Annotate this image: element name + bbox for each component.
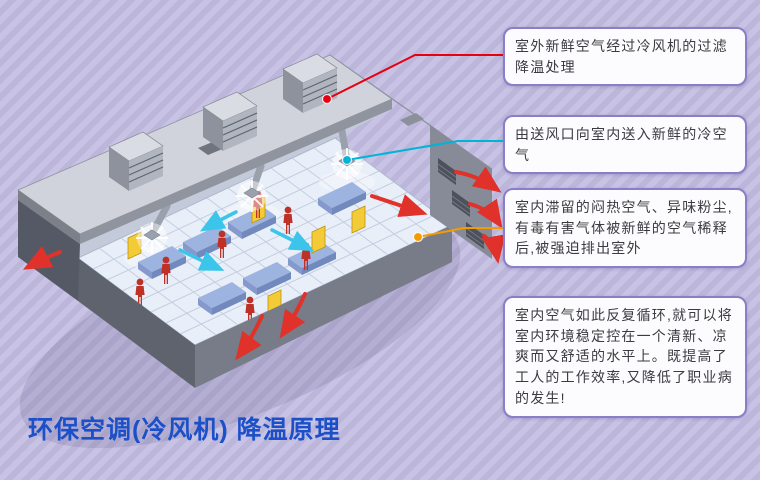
callout-line-exhaust	[417, 227, 504, 238]
page-title: 环保空调(冷风机) 降温原理	[28, 416, 341, 444]
callout-dot-fresh-air	[321, 93, 333, 105]
callout-line-supply	[346, 140, 504, 161]
callout-text-supply-air: 由送风口向室内送入新鲜的冷空气	[515, 126, 728, 163]
callout-text-circulation: 室内空气如此反复循环,就可以将室内环境稳定控在一个清新、凉爽而又舒适的水平上。既…	[515, 307, 733, 406]
callout-lines	[321, 54, 504, 243]
exhaust-air-arrows	[22, 166, 506, 361]
front-left-wall	[78, 258, 195, 388]
callout-dot-exhaust	[412, 231, 424, 243]
callout-box-exhaust-air: 室内滞留的闷热空气、异味粉尘,有毒有害气体被新鲜的空气稀释后,被强迫排出室外	[503, 188, 747, 269]
right-roof-wing	[329, 54, 493, 259]
callout-dot-supply	[341, 154, 353, 166]
callout-box-supply-air: 由送风口向室内送入新鲜的冷空气	[503, 115, 747, 175]
supply-air-arrows	[178, 210, 315, 271]
exhaust-wall	[430, 125, 492, 259]
callout-box-fresh-air: 室外新鲜空气经过冷风机的过滤降温处理	[503, 27, 747, 87]
callout-text-exhaust-air: 室内滞留的闷热空气、异味粉尘,有毒有害气体被新鲜的空气稀释后,被强迫排出室外	[515, 199, 733, 257]
callout-line-fresh-air	[326, 54, 504, 100]
callout-box-circulation: 室内空气如此反复循环,就可以将室内环境稳定控在一个清新、凉爽而又舒适的水平上。既…	[503, 296, 747, 418]
callout-text-fresh-air: 室外新鲜空气经过冷风机的过滤降温处理	[515, 38, 728, 75]
